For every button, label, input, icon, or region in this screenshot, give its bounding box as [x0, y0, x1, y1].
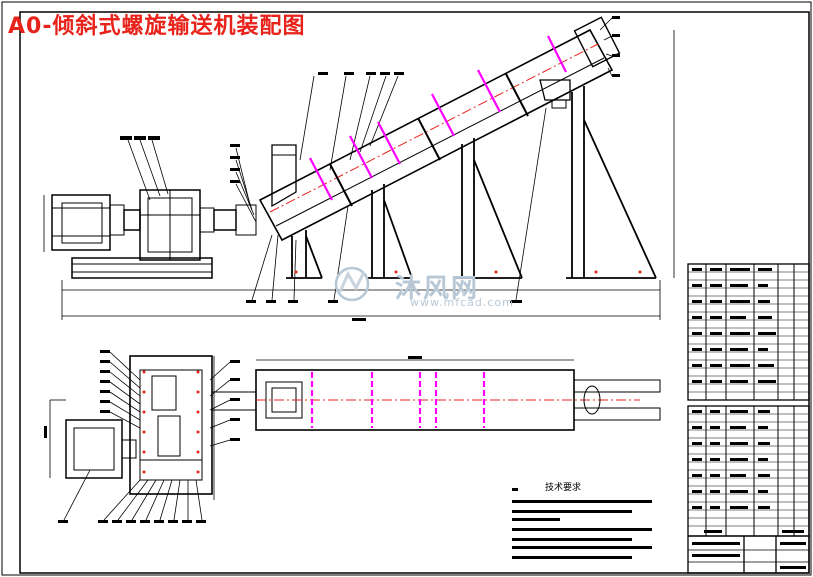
- parts-list-upper: [687, 263, 810, 401]
- watermark-url: www.mfcad.com: [410, 296, 514, 309]
- part-leaders-plan: [63, 351, 231, 521]
- technical-requirements-block: [512, 488, 652, 559]
- technical-requirements-heading: 技术要求: [545, 483, 582, 493]
- inclined-screw-tube: [258, 28, 614, 242]
- plan-view: [44, 350, 661, 523]
- coupling: [123, 209, 141, 231]
- inlet-hopper: [271, 144, 297, 208]
- red-dots-plan: [142, 270, 642, 474]
- parts-list-lower: [687, 405, 810, 537]
- section-marks-plan: [310, 372, 486, 428]
- section-marks-elevation: [309, 35, 567, 201]
- title-block: [687, 535, 810, 574]
- base-frame: [71, 257, 213, 279]
- watermark-text: 沐风网: [395, 274, 480, 304]
- drawing-title: A0-倾斜式螺旋输送机装配图: [8, 14, 306, 39]
- parts-list-fills: [692, 268, 806, 569]
- support-legs: [286, 86, 657, 279]
- elevation-view: [43, 16, 675, 321]
- mfcad-logo-icon: [334, 266, 370, 302]
- reducer-plan: [129, 355, 213, 495]
- outlet: [539, 79, 571, 101]
- part-leaders-elevation: [127, 17, 613, 301]
